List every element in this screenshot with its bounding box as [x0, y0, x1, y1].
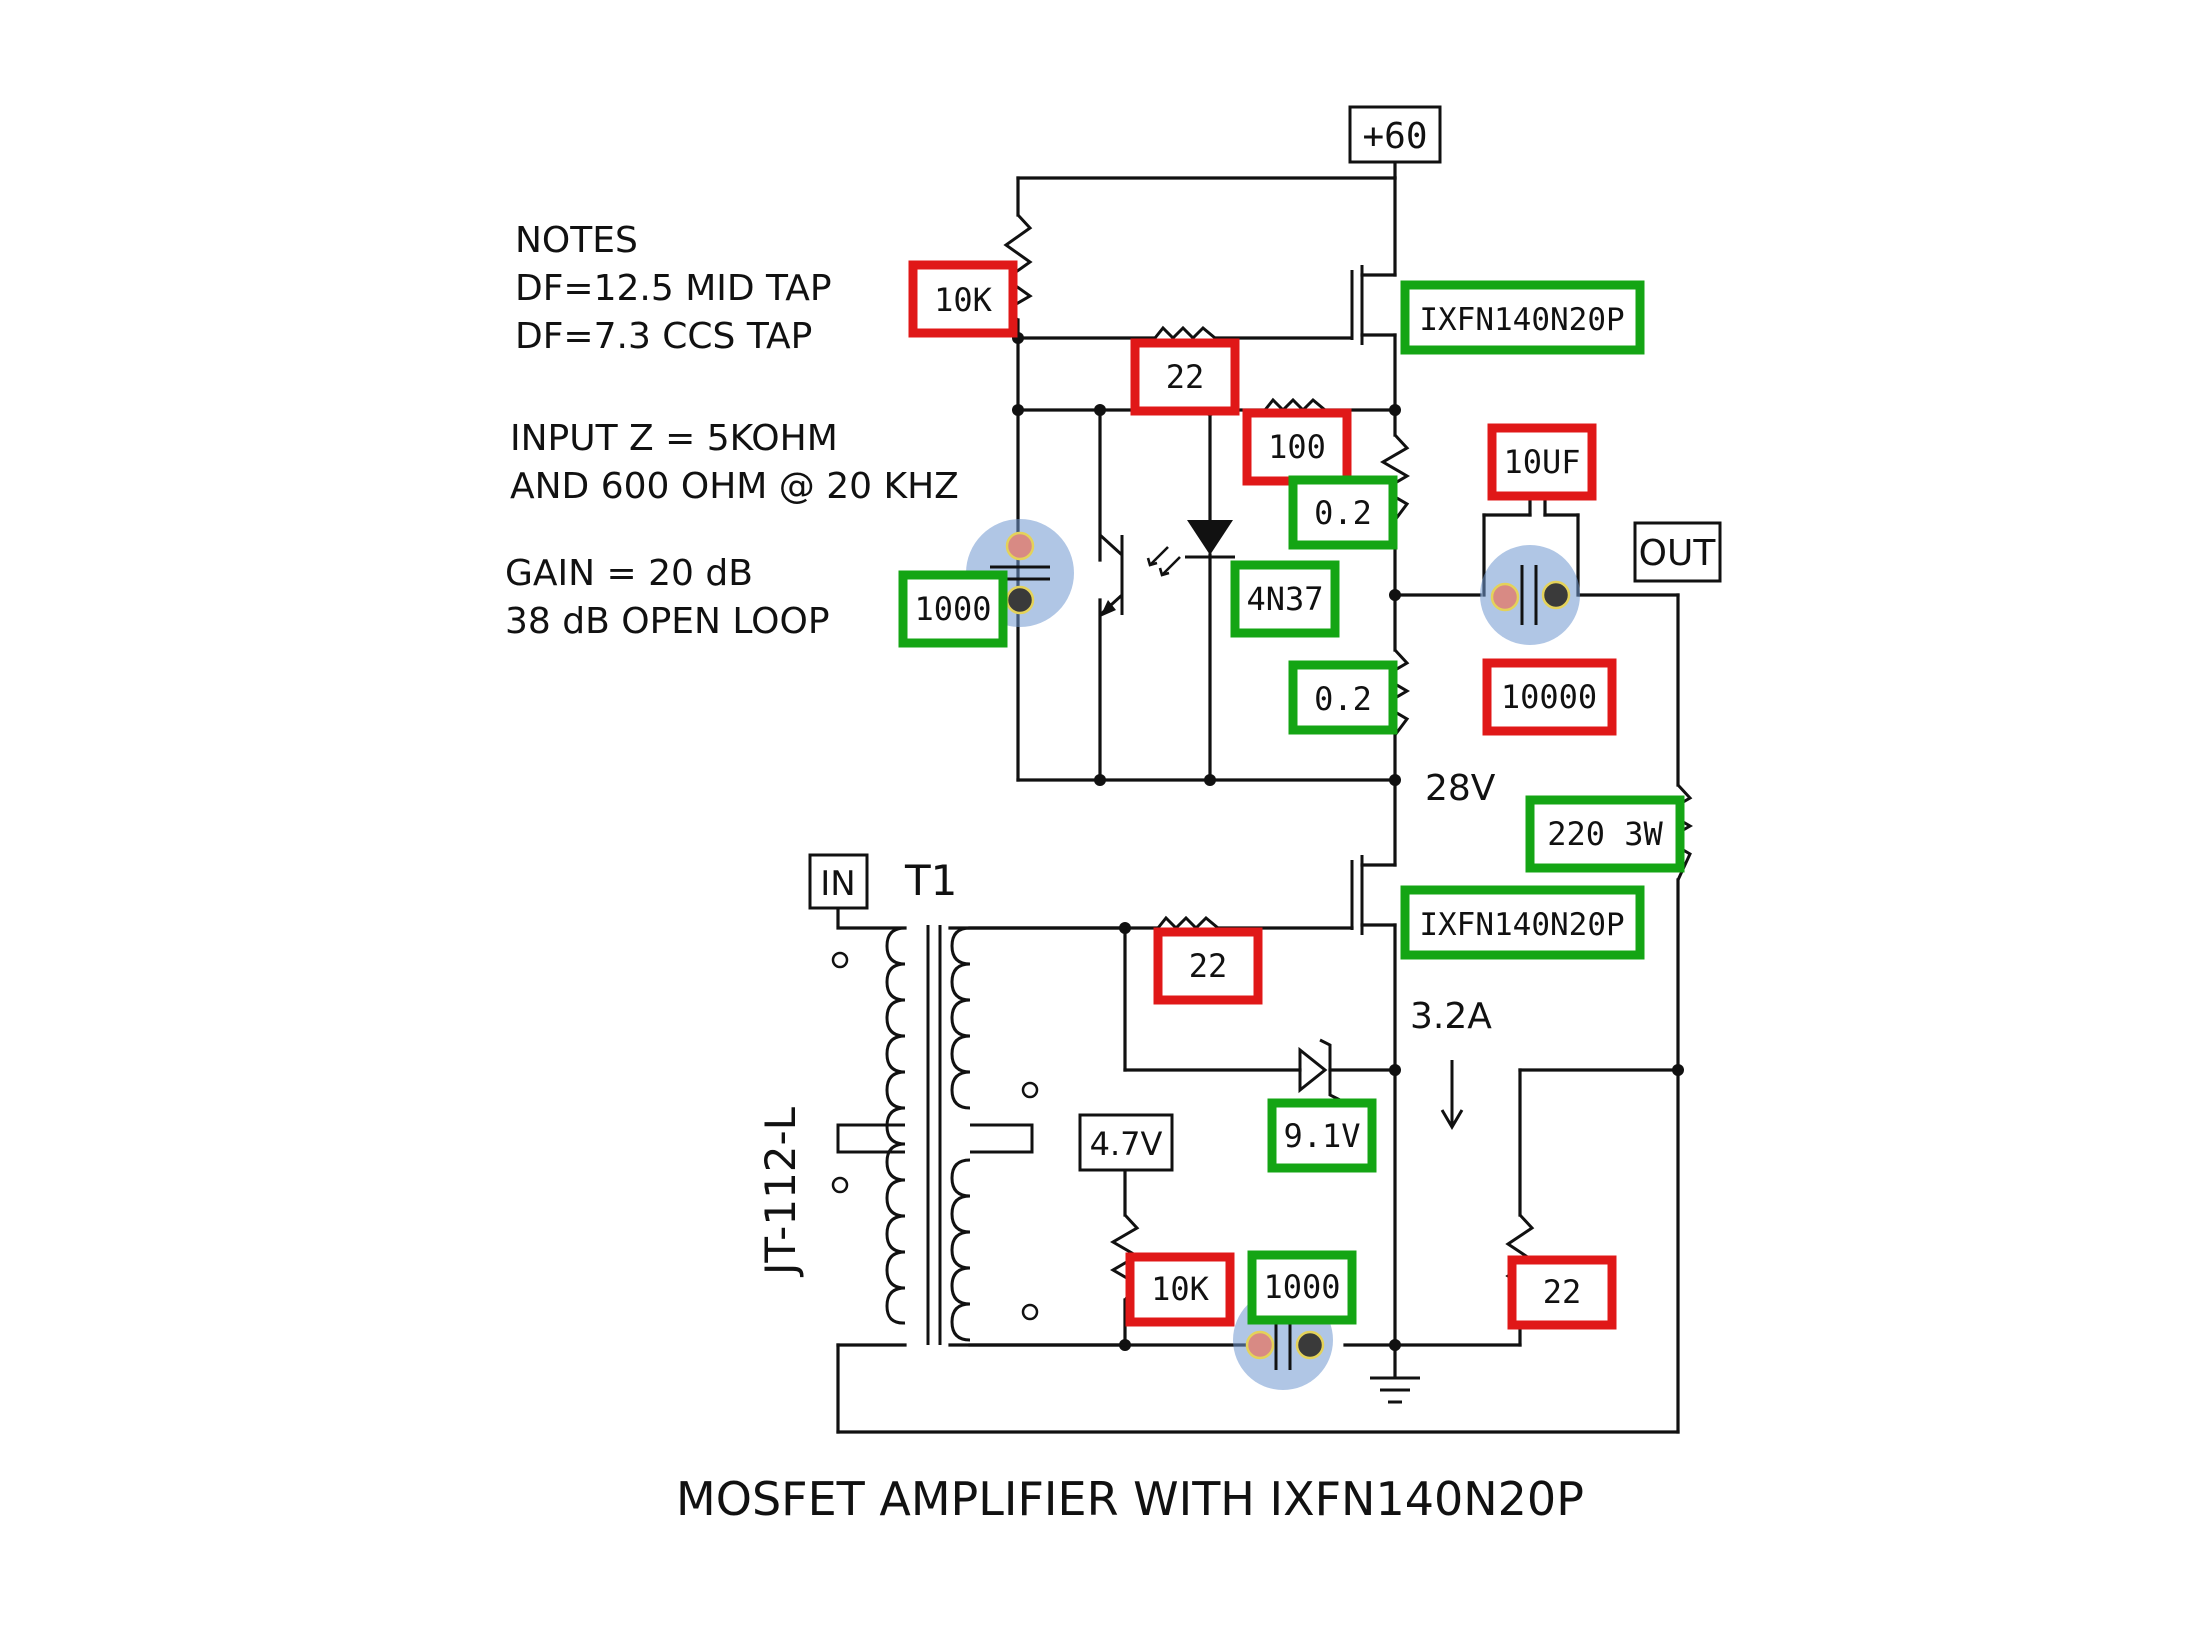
- part-label: 22: [1543, 1273, 1582, 1311]
- label-10k-top: 10K: [908, 260, 1018, 338]
- current-label: 3.2A: [1410, 996, 1492, 1037]
- notes-heading: NOTES: [515, 220, 638, 261]
- output-terminal: OUT: [1633, 521, 1722, 583]
- label-22-upper: 22: [1130, 338, 1240, 416]
- part-label: 4N37: [1246, 580, 1323, 618]
- capacitor-10000: [1480, 545, 1580, 645]
- part-label: 1000: [1263, 1268, 1340, 1306]
- transformer-ref-label: T1: [904, 856, 957, 905]
- zener-symbol: [1282, 1038, 1341, 1102]
- label-1000-upper: 1000: [898, 570, 1008, 648]
- bias-voltage-label: 4.7V: [1090, 1125, 1163, 1163]
- part-label: 220 3W: [1547, 815, 1663, 853]
- notes-line: GAIN = 20 dB: [505, 553, 753, 594]
- notes-line: DF=12.5 MID TAP: [515, 268, 832, 309]
- bias-voltage-box: 4.7V: [1078, 1113, 1174, 1172]
- notes-line: INPUT Z = 5KOHM: [510, 418, 838, 459]
- notes-line: AND 600 OHM @ 20 KHZ: [510, 466, 959, 507]
- current-arrow: [1440, 1060, 1464, 1130]
- transformer-symbol: [831, 925, 1127, 1347]
- mid-voltage-label: 28V: [1425, 768, 1496, 809]
- diode-symbol: [1185, 520, 1235, 559]
- part-label: 10000: [1501, 678, 1597, 716]
- output-label: OUT: [1639, 533, 1717, 574]
- part-label: 9.1V: [1283, 1117, 1360, 1155]
- part-label: IXFN140N20P: [1419, 302, 1624, 338]
- junction-dots: [1012, 332, 1684, 1351]
- notes-line: DF=7.3 CCS TAP: [515, 316, 812, 357]
- diagram-caption: MOSFET AMPLIFIER WITH IXFN140N20P: [676, 1472, 1584, 1526]
- mosfet-upper-symbol: [1350, 265, 1364, 345]
- supply-terminal: +60: [1348, 105, 1442, 164]
- label-22-feedback: 22: [1507, 1255, 1617, 1330]
- input-terminal: IN: [808, 853, 869, 910]
- notes-line: 38 dB OPEN LOOP: [505, 601, 830, 642]
- label-4n37: 4N37: [1230, 560, 1340, 638]
- notes-block: NOTES DF=12.5 MID TAP DF=7.3 CCS TAP INP…: [505, 220, 959, 642]
- label-10000: 10000: [1482, 658, 1617, 736]
- ground-symbol: [1370, 1376, 1420, 1404]
- part-label: IXFN140N20P: [1419, 907, 1624, 943]
- part-label: 0.2: [1314, 680, 1372, 718]
- opto-transistor-symbol: [1098, 410, 1181, 617]
- part-label: 0.2: [1314, 494, 1372, 532]
- label-0.2-lower: 0.2: [1288, 660, 1398, 735]
- part-label: 10UF: [1503, 443, 1580, 481]
- label-mosfet-upper: IXFN140N20P: [1400, 280, 1645, 355]
- input-label: IN: [820, 864, 855, 904]
- part-label: 100: [1268, 428, 1326, 466]
- label-100: 100: [1242, 408, 1352, 486]
- part-label: 22: [1166, 358, 1205, 396]
- mosfet-lower-symbol: [1350, 855, 1364, 935]
- supply-label: +60: [1362, 116, 1427, 157]
- label-10k-bias: 10K: [1125, 1252, 1235, 1327]
- label-1000-lower: 1000: [1247, 1250, 1357, 1325]
- label-22-lower: 22: [1153, 927, 1263, 1005]
- part-label: 22: [1189, 947, 1228, 985]
- part-label: 10K: [934, 281, 993, 319]
- part-label: 10K: [1151, 1270, 1210, 1308]
- label-mosfet-lower: IXFN140N20P: [1400, 885, 1645, 960]
- label-9.1v: 9.1V: [1267, 1098, 1377, 1173]
- transformer-part-label: JT-112-L: [756, 1106, 805, 1278]
- label-10uf: 10UF: [1487, 423, 1597, 501]
- label-0.2-upper: 0.2: [1288, 475, 1398, 550]
- part-label: 1000: [914, 590, 991, 628]
- label-220-3w: 220 3W: [1525, 795, 1685, 873]
